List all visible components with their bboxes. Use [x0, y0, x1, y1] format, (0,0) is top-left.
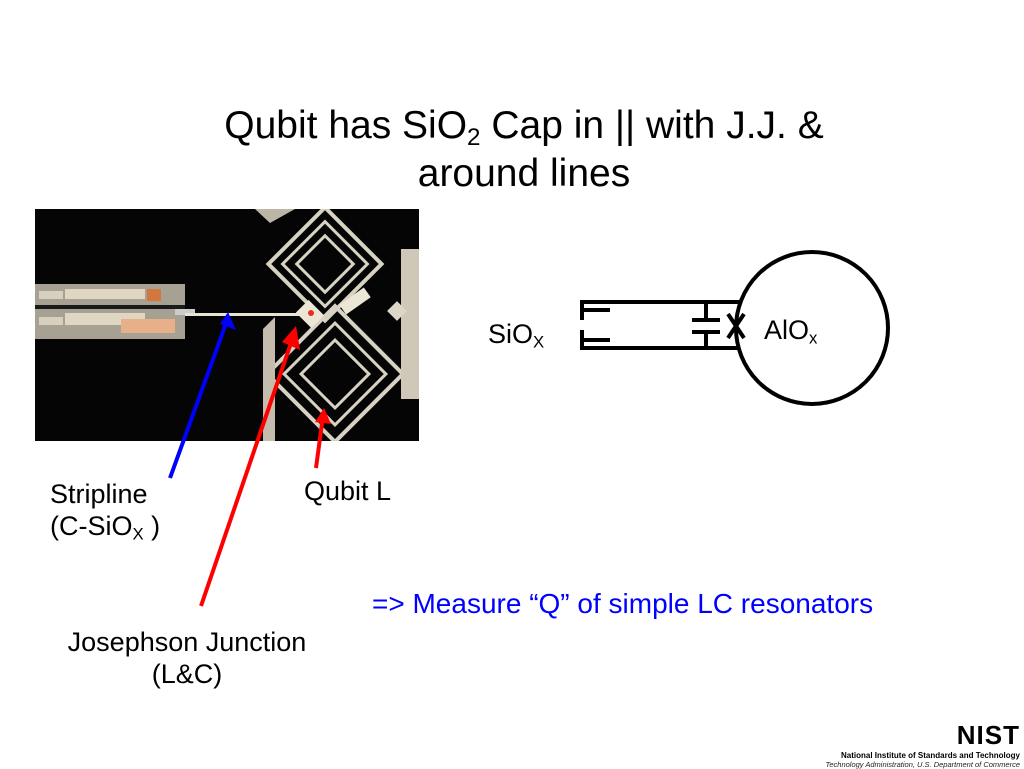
stripline-arrowhead [220, 312, 236, 330]
title-line-2: around lines [417, 152, 631, 195]
siox-label: SiOX [488, 319, 545, 352]
jj-arrow [199, 339, 294, 607]
qubit-l-label: Qubit L [304, 476, 392, 506]
qubit-l-arrowhead [315, 408, 331, 424]
nist-footer-line-2: Technology Administration, U.S. Departme… [825, 760, 1020, 769]
stripline-label-line-2: (C-SiOX ) [50, 511, 161, 544]
alox-label: AlOx [764, 315, 818, 348]
jj-label-line-1: Josephson Junction [67, 627, 307, 657]
qubit-micrograph [35, 209, 419, 441]
measure-q-text: => Measure “Q” of simple LC resonators [372, 588, 874, 619]
stripline-label: Stripline (C-SiOX ) [50, 478, 161, 544]
qubit-l-arrow [314, 415, 325, 469]
stripline-label-line-1: Stripline [50, 479, 148, 509]
nist-logo: NIST [956, 720, 1020, 750]
stripline-arrow [168, 317, 230, 479]
micrograph-drawing [35, 209, 419, 441]
title-line-1: Qubit has SiO2 Cap in || with J.J. & [224, 104, 824, 151]
jj-arrowhead [282, 326, 300, 350]
jj-label-line-2: (L&C) [151, 659, 223, 689]
nist-footer: NIST National Institute of Standards and… [820, 720, 1020, 769]
nist-footer-line-1: National Institute of Standards and Tech… [841, 751, 1020, 760]
josephson-junction-label: Josephson Junction (L&C) [36, 626, 338, 690]
slide-title: Qubit has SiO2 Cap in || with J.J. & aro… [0, 102, 1024, 198]
circuit-schematic [580, 250, 890, 406]
